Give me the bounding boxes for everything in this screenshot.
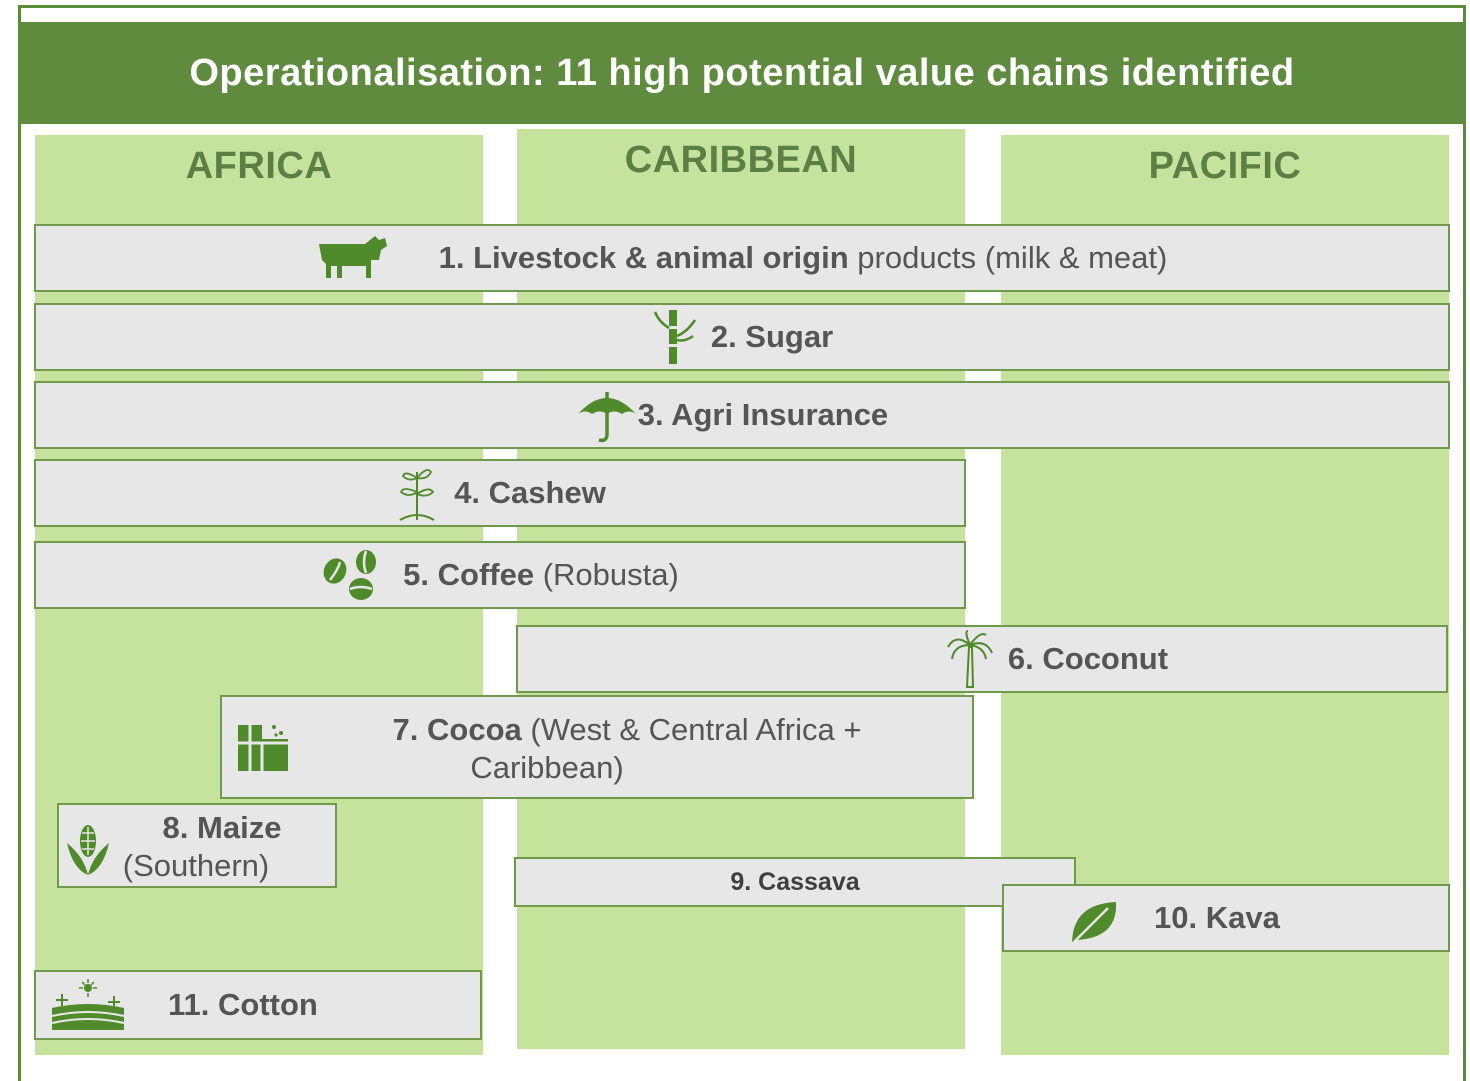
seedling-icon [394, 464, 440, 522]
chain-maize-label: 8. Maize [162, 810, 282, 845]
chain-maize-text: 8. Maize (Southern) [111, 809, 333, 885]
chain-agri-insurance-label: 3. Agri Insurance [637, 397, 889, 432]
chain-cocoa-label: 7. Cocoa [392, 712, 522, 747]
value-chain-cashew: 4. Cashew [34, 459, 966, 527]
chain-maize-detail: (Southern) [122, 848, 270, 883]
value-chain-livestock: 1. Livestock & animal origin products (m… [34, 224, 1450, 292]
value-chain-coffee: 5. Coffee (Robusta) [34, 541, 966, 609]
value-chain-cassava: 9. Cassava [514, 857, 1076, 907]
value-chain-kava: 10. Kava [1002, 884, 1450, 952]
leaf-icon [1068, 898, 1118, 948]
umbrella-icon [576, 386, 638, 444]
chain-coconut-label: 6. Coconut [1007, 641, 1169, 676]
region-label-caribbean: CARIBBEAN [624, 139, 858, 181]
chain-cocoa-detail: (West & Central Africa + [521, 712, 862, 747]
chain-cotton-label: 11. Cotton [168, 987, 318, 1022]
chain-cashew-label: 4. Cashew [454, 475, 606, 510]
chocolate-icon [236, 721, 292, 773]
diagram-frame [18, 5, 1466, 1081]
chain-cocoa-text: 7. Cocoa (West & Central Africa + Caribb… [302, 711, 952, 787]
chain-cocoa-detail-line2: Caribbean) [470, 750, 624, 785]
palm-tree-icon [946, 629, 996, 689]
value-chain-maize: 8. Maize (Southern) [57, 803, 337, 888]
chain-coffee-label: 5. Coffee [403, 557, 535, 592]
chain-sugar-label: 2. Sugar [710, 319, 834, 354]
value-chain-coconut: 6. Coconut [516, 625, 1448, 693]
value-chain-sugar: 2. Sugar [34, 303, 1450, 371]
value-chain-agri-insurance: 3. Agri Insurance [34, 381, 1450, 449]
coffee-beans-icon [321, 547, 381, 603]
region-label-pacific: PACIFIC [1148, 145, 1302, 187]
diagram-title: Operationalisation: 11 high potential va… [18, 22, 1466, 124]
chain-cassava-label: 9. Cassava [730, 867, 860, 896]
corn-icon [65, 819, 111, 879]
field-icon [50, 978, 126, 1032]
chain-livestock-label: 1. Livestock & animal origin [438, 240, 849, 275]
chain-livestock-detail: products (milk & meat) [848, 240, 1168, 275]
region-label-africa: AFRICA [185, 145, 333, 187]
chain-coffee-detail: (Robusta) [534, 557, 679, 592]
value-chain-cotton: 11. Cotton [34, 970, 482, 1040]
sugarcane-icon [651, 308, 701, 366]
chain-kava-label: 10. Kava [1154, 900, 1280, 935]
value-chain-cocoa: 7. Cocoa (West & Central Africa + Caribb… [220, 695, 974, 799]
cow-icon [317, 234, 391, 282]
